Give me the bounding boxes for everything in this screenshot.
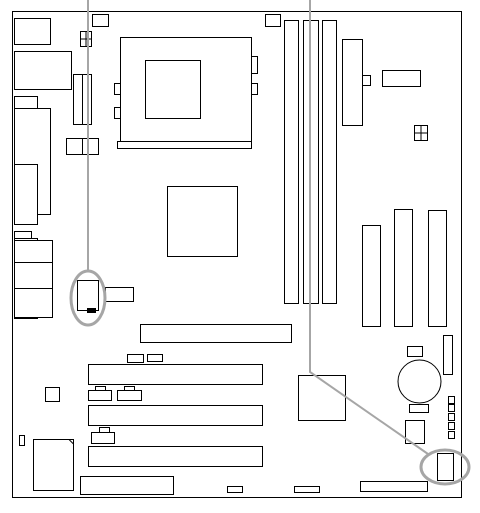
memory-slot-1 [284, 20, 299, 304]
jumper-pci-c-top [99, 427, 110, 433]
cpu-socket-tab-left-a [114, 83, 121, 95]
ide-connector-vertical [342, 39, 363, 126]
connector-horizontal-right [382, 70, 421, 87]
jumper-pci-b [117, 390, 142, 401]
jumper-mid-a [127, 354, 144, 363]
chipset-south-bridge [298, 375, 346, 421]
io-connector-top [14, 18, 51, 45]
chip-small-right [405, 420, 425, 444]
jumper-bottom-right [294, 486, 320, 493]
jumper-pci-c [91, 432, 115, 444]
pci-slot-1 [88, 364, 263, 385]
pci-slot-3 [88, 446, 263, 467]
cmos-battery [397, 359, 442, 404]
io-connector-ps2 [14, 51, 72, 90]
battery-holder-tab [407, 346, 423, 357]
bios-chip [33, 439, 74, 491]
cpu-socket [114, 37, 258, 149]
right-callout-leader [309, 0, 429, 455]
connector-vertical-far-right [443, 335, 453, 375]
jumper-mid-b [147, 354, 163, 362]
cpu-socket-tab-left-b [114, 107, 121, 119]
io-connector-audio-b [14, 240, 53, 318]
jumper-bottom-center [227, 486, 243, 493]
slot-vertical-right-1 [362, 225, 381, 327]
slot-vertical-right-3 [428, 210, 447, 327]
right-header-callout [419, 448, 471, 486]
pci-slots [88, 364, 263, 467]
jumper-pci-b-top [124, 386, 135, 391]
jumper-pci-a-top [95, 386, 106, 391]
io-connector-small [14, 231, 32, 239]
agp-slot [140, 324, 292, 343]
jumper-tiny-left [19, 435, 25, 446]
io-panel [14, 18, 72, 319]
jumper-top-center [265, 14, 281, 27]
jumper-top [92, 14, 109, 27]
left-header-callout [69, 269, 107, 327]
cpu-socket-tab-right-a [251, 56, 258, 74]
memory-slot-3 [322, 20, 337, 304]
header-callout-left-body [77, 280, 99, 311]
header-callout-left-pins [87, 308, 96, 313]
pci-slot-2 [88, 405, 263, 426]
small-component-left [45, 387, 60, 402]
cpu-socket-lever [117, 141, 252, 149]
callout-leaders [87, 0, 429, 455]
header-callout-right-body [437, 453, 454, 481]
slot-vertical-right-2 [394, 209, 413, 327]
cpu-socket-core [145, 60, 201, 119]
battery-holder-base [409, 404, 429, 413]
connector-left-of-agp [105, 287, 134, 302]
jumper-small-right [362, 75, 371, 86]
jumper-pci-a [88, 390, 112, 401]
isa-slot-bottom [80, 476, 174, 495]
jumper-column-right [448, 396, 455, 439]
io-connector-serial [14, 164, 38, 225]
chipset-north-bridge [167, 186, 238, 257]
cpu-socket-tab-right-b [251, 83, 258, 95]
connector-bottom-right [360, 481, 428, 492]
